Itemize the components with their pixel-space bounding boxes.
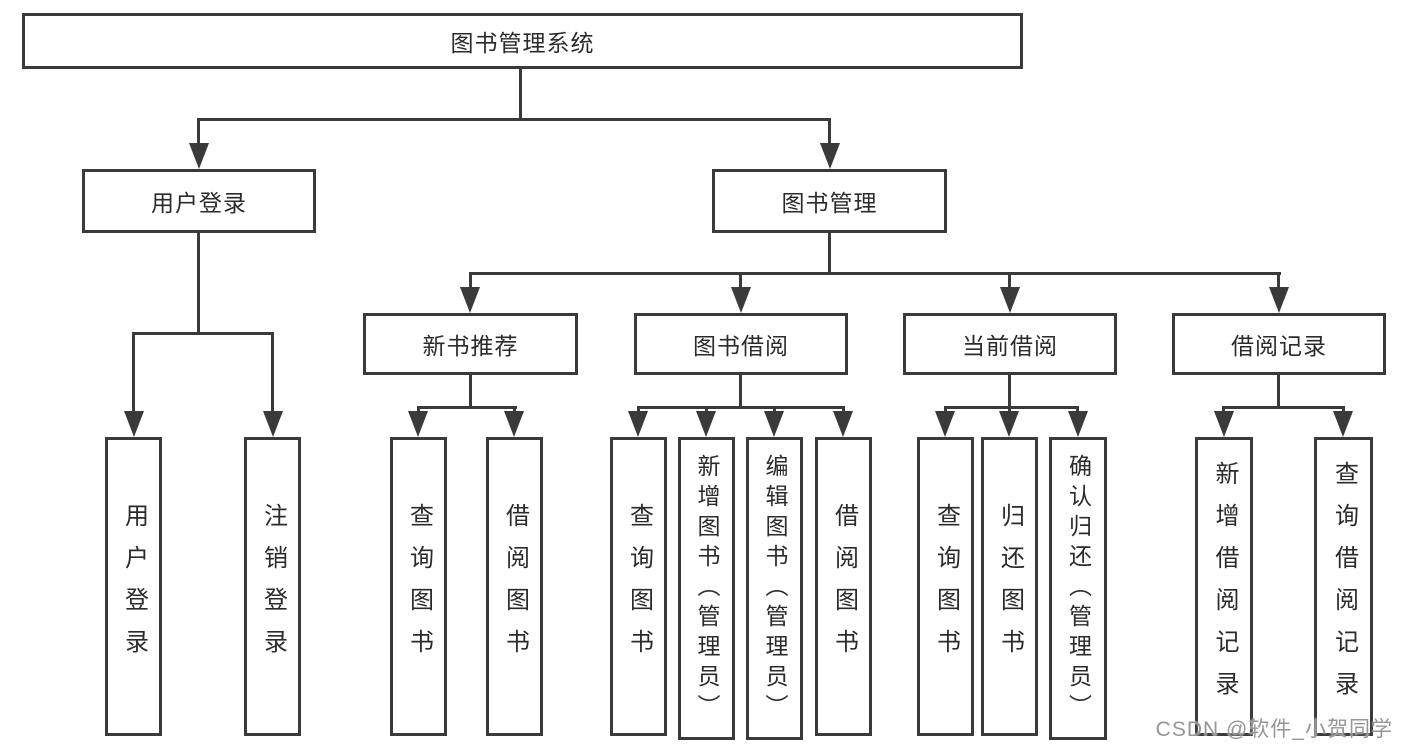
leaf-borrow-books: 借阅图书 (815, 437, 872, 736)
leaf-query-books-recommend-label: 查询图书 (405, 502, 433, 671)
connector-records-s2 (1342, 406, 1345, 414)
connector-records-stem (1277, 375, 1280, 408)
connector-borrow-s4 (842, 406, 845, 414)
arrowhead-current-borrow (1000, 287, 1020, 313)
connector-recommend-s2 (513, 406, 516, 414)
connector-userlogin-stem (197, 233, 200, 334)
leaf-add-borrow-record-label: 新增借阅记录 (1211, 460, 1238, 713)
leaf-query-books-current: 查询图书 (917, 437, 974, 736)
connector-current-s3 (1076, 406, 1079, 414)
connector-borrow-s1 (637, 406, 640, 414)
connector-borrow-s3 (773, 406, 776, 414)
leaf-borrow-books-label: 借阅图书 (830, 502, 858, 671)
leaf-borrow-books-recommend: 借阅图书 (486, 437, 543, 736)
connector-userlogin-drop-right (271, 332, 274, 414)
arrowhead-borrow-books-recommend (504, 411, 524, 437)
leaf-query-books-current-label: 查询图书 (932, 502, 960, 671)
node-current-borrow-label: 当前借阅 (962, 333, 1058, 359)
leaf-logout: 注销登录 (244, 437, 301, 736)
connector-borrow-s2 (705, 406, 708, 414)
connector-bookmgmt-stem (828, 233, 831, 274)
arrowhead-leaf-user-login (124, 411, 144, 437)
arrowhead-add-borrow-record (1214, 411, 1234, 437)
node-user-login-label: 用户登录 (151, 190, 247, 216)
arrowhead-user-login (189, 143, 209, 169)
connector-borrow-bar (638, 406, 845, 409)
node-root: 图书管理系统 (22, 13, 1023, 69)
node-root-label: 图书管理系统 (450, 30, 595, 56)
leaf-edit-books-admin-label: 编辑图书（管理员） (762, 453, 788, 724)
connector-userlogin-drop-left (132, 332, 135, 414)
connector-bookmgmt-s2 (739, 272, 742, 288)
connector-bookmgmt-s1 (469, 272, 472, 288)
arrowhead-return-books (999, 411, 1019, 437)
leaf-query-borrow-record-label: 查询借阅记录 (1330, 460, 1358, 713)
arrowhead-borrow-books (833, 411, 853, 437)
arrowhead-leaf-logout (263, 411, 283, 437)
connector-root-bar (197, 118, 831, 121)
connector-root-drop-left (197, 118, 200, 146)
arrowhead-borrow-records (1269, 287, 1289, 313)
node-book-borrow: 图书借阅 (634, 313, 848, 375)
arrowhead-book-management (820, 143, 840, 169)
arrowhead-add-books-admin (696, 411, 716, 437)
node-book-management-label: 图书管理 (781, 190, 878, 216)
node-new-book-recommend: 新书推荐 (363, 313, 578, 375)
arrowhead-query-books-borrow (628, 411, 648, 437)
connector-bookmgmt-s4 (1277, 272, 1280, 288)
node-user-login: 用户登录 (82, 169, 316, 233)
connector-recommend-stem (469, 375, 472, 408)
leaf-edit-books-admin: 编辑图书（管理员） (746, 437, 803, 740)
arrowhead-edit-books-admin (764, 411, 784, 437)
connector-current-s1 (944, 406, 947, 414)
leaf-return-books-label: 归还图书 (996, 502, 1024, 671)
arrowhead-book-borrow (731, 287, 751, 313)
connector-recommend-s1 (417, 406, 420, 414)
node-current-borrow: 当前借阅 (903, 313, 1117, 375)
node-new-book-recommend-label: 新书推荐 (422, 333, 519, 359)
leaf-add-borrow-record: 新增借阅记录 (1195, 437, 1253, 736)
connector-userlogin-bar (132, 332, 274, 335)
leaf-logout-label: 注销登录 (259, 502, 287, 671)
node-borrow-records: 借阅记录 (1172, 313, 1386, 375)
connector-bookmgmt-bar (469, 272, 1281, 275)
leaf-borrow-books-recommend-label: 借阅图书 (501, 502, 529, 671)
leaf-confirm-return-admin-label: 确认归还（管理员） (1065, 453, 1092, 724)
leaf-add-books-admin: 新增图书（管理员） (678, 437, 735, 740)
connector-current-s2 (1008, 406, 1011, 414)
connector-records-s1 (1222, 406, 1225, 414)
connector-root-drop-right (828, 118, 831, 146)
leaf-query-books-borrow: 查询图书 (610, 437, 667, 736)
leaf-confirm-return-admin: 确认归还（管理员） (1049, 437, 1107, 740)
connector-bookmgmt-s3 (1008, 272, 1011, 288)
leaf-add-books-admin-label: 新增图书（管理员） (694, 453, 720, 724)
connector-current-bar (944, 406, 1079, 409)
connector-records-bar (1223, 406, 1344, 409)
arrowhead-confirm-return-admin (1068, 411, 1088, 437)
leaf-query-books-borrow-label: 查询图书 (625, 502, 653, 671)
node-book-borrow-label: 图书借阅 (693, 333, 789, 359)
leaf-return-books: 归还图书 (981, 437, 1038, 736)
leaf-query-books-recommend: 查询图书 (390, 437, 447, 736)
csdn-watermark: CSDN @软件_小贺同学 (1155, 718, 1393, 741)
node-borrow-records-label: 借阅记录 (1231, 333, 1327, 359)
leaf-query-borrow-record: 查询借阅记录 (1314, 437, 1373, 736)
node-book-management: 图书管理 (712, 169, 947, 233)
connector-recommend-bar (418, 406, 517, 409)
arrowhead-query-books-current (935, 411, 955, 437)
arrowhead-query-borrow-record (1333, 411, 1353, 437)
connector-root-stem (519, 69, 522, 120)
connector-borrow-stem (739, 375, 742, 408)
arrowhead-query-books-recommend (408, 411, 428, 437)
connector-current-stem (1008, 375, 1011, 408)
leaf-user-login: 用户登录 (105, 437, 162, 736)
leaf-user-login-label: 用户登录 (120, 502, 148, 671)
arrowhead-new-book-recommend (460, 287, 480, 313)
